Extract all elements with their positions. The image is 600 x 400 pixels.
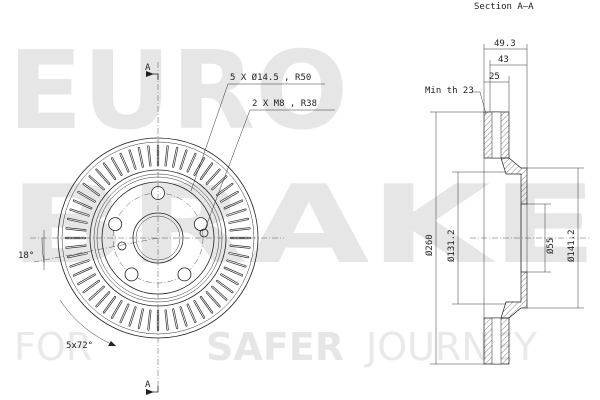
section-arrow-bottom (146, 389, 154, 395)
holes-note: 5 X Ø14.5 , R50 (230, 72, 311, 83)
vent-slot-core (96, 169, 110, 185)
vent-slot-core (165, 310, 169, 330)
watermark-line1: EURO (8, 29, 348, 154)
section-marker-bottom-label: A (145, 380, 151, 390)
vent-slot-core (224, 200, 243, 209)
vent-slot-core (220, 191, 239, 202)
vent-slot-core (89, 286, 105, 300)
vent-slot-core (216, 183, 233, 196)
vent-slot-core (165, 146, 169, 166)
watermark-tagline-a: FOR (14, 325, 92, 369)
vent-slot-core (77, 191, 96, 202)
vent-slot-core (147, 310, 151, 330)
vent-slot-core (70, 209, 89, 216)
vent-slot-core (89, 176, 105, 190)
vent-slot-core (103, 163, 116, 180)
vent-slot-core (66, 227, 86, 231)
section-marker-top-label: A (145, 63, 151, 73)
threads-note: 2 X M8 , R38 (252, 99, 317, 109)
vent-slot-core (70, 260, 89, 267)
vent-slot-core (180, 150, 187, 169)
vent-gap-lower (491, 317, 502, 365)
vent-slot-core (230, 227, 250, 231)
vent-slot-core (220, 274, 239, 285)
vent-slot-core (230, 245, 250, 249)
dim-hat-outer-diameter: Ø141.2 (566, 229, 577, 262)
watermark-line2: BRAKE (8, 163, 598, 288)
min-thickness-label: Min th 23 (425, 86, 474, 96)
vent-slot-core (73, 200, 92, 209)
holes-leader (190, 83, 325, 192)
vent-slot-core (83, 183, 100, 196)
vent-slot-core (206, 291, 220, 307)
vent-slot-core (206, 169, 220, 185)
pitch-label: 5x72° (66, 341, 93, 351)
angle-label: 18° (18, 251, 34, 261)
dim-hat-diameter: Ø131.2 (446, 229, 457, 262)
dim-hat-height: 43 (498, 55, 509, 65)
vent-slot-core (73, 267, 92, 276)
vent-slot-core (187, 153, 196, 172)
vent-slot-core (200, 163, 213, 180)
vent-slot-core (77, 274, 96, 285)
vent-slot-core (111, 157, 122, 176)
vent-slot-core (129, 150, 136, 169)
section-arrow-top (146, 71, 154, 77)
vent-slot-core (187, 304, 196, 323)
watermark-tagline-c: JOURNEY (364, 325, 538, 369)
dim-center-bore: Ø55 (545, 238, 556, 254)
vent-slot-core (172, 308, 178, 329)
vent-slot-core (67, 252, 87, 258)
vent-slot-core (227, 260, 246, 267)
vent-slot-core (228, 218, 249, 224)
bolt-hole (108, 217, 123, 231)
vent-slot-core (194, 300, 205, 319)
vent-slot-core (147, 146, 151, 166)
section-title: Section A–A (474, 2, 534, 12)
vent-slot-core (224, 267, 243, 276)
vent-slot-core (67, 218, 87, 224)
dim-outer-diameter: Ø260 (424, 234, 435, 256)
watermark: EURO BRAKE FOR SAFER JOURNEY (8, 29, 598, 369)
dim-overall-width: 49.3 (494, 39, 516, 49)
vent-slot-core (120, 304, 129, 323)
vent-slot-core (227, 209, 246, 216)
vent-slot-core (120, 153, 129, 172)
vent-slot-core (216, 280, 233, 293)
vent-slot-core (66, 245, 86, 249)
angle-reference-line (33, 237, 159, 263)
min-thickness-leader (472, 91, 487, 115)
watermark-tagline-b: SAFER (206, 325, 344, 369)
vent-slot-core (138, 147, 144, 168)
thread-hole-right (199, 228, 209, 238)
bolt-hole (177, 267, 192, 282)
vent-slot-core (211, 286, 227, 300)
vent-slot-core (180, 307, 187, 326)
section-view: Section A–A Min th 23 49.3 43 25 Ø260 (424, 2, 590, 365)
vent-slot-core (129, 307, 136, 326)
vent-slot-core (228, 252, 249, 258)
vent-slot-core (172, 147, 178, 168)
vent-slot-core (103, 296, 116, 313)
vent-slot-core (138, 308, 144, 329)
vent-gap-upper (491, 111, 502, 159)
bolt-holes (108, 186, 208, 282)
vent-slot-core (96, 291, 110, 307)
threads-leader (204, 109, 335, 230)
vent-slot-core (200, 296, 213, 313)
pitch-arrow (108, 341, 116, 346)
bolt-hole (124, 267, 139, 282)
vent-slot-core (111, 300, 122, 319)
vent-slot-core (83, 280, 100, 293)
front-view: A A 5 X Ø14.5 , R50 2 X M8 , R38 18° 5x7… (18, 62, 335, 395)
dim-disc-thickness: 25 (489, 72, 500, 82)
thread-hole-left (117, 241, 127, 251)
